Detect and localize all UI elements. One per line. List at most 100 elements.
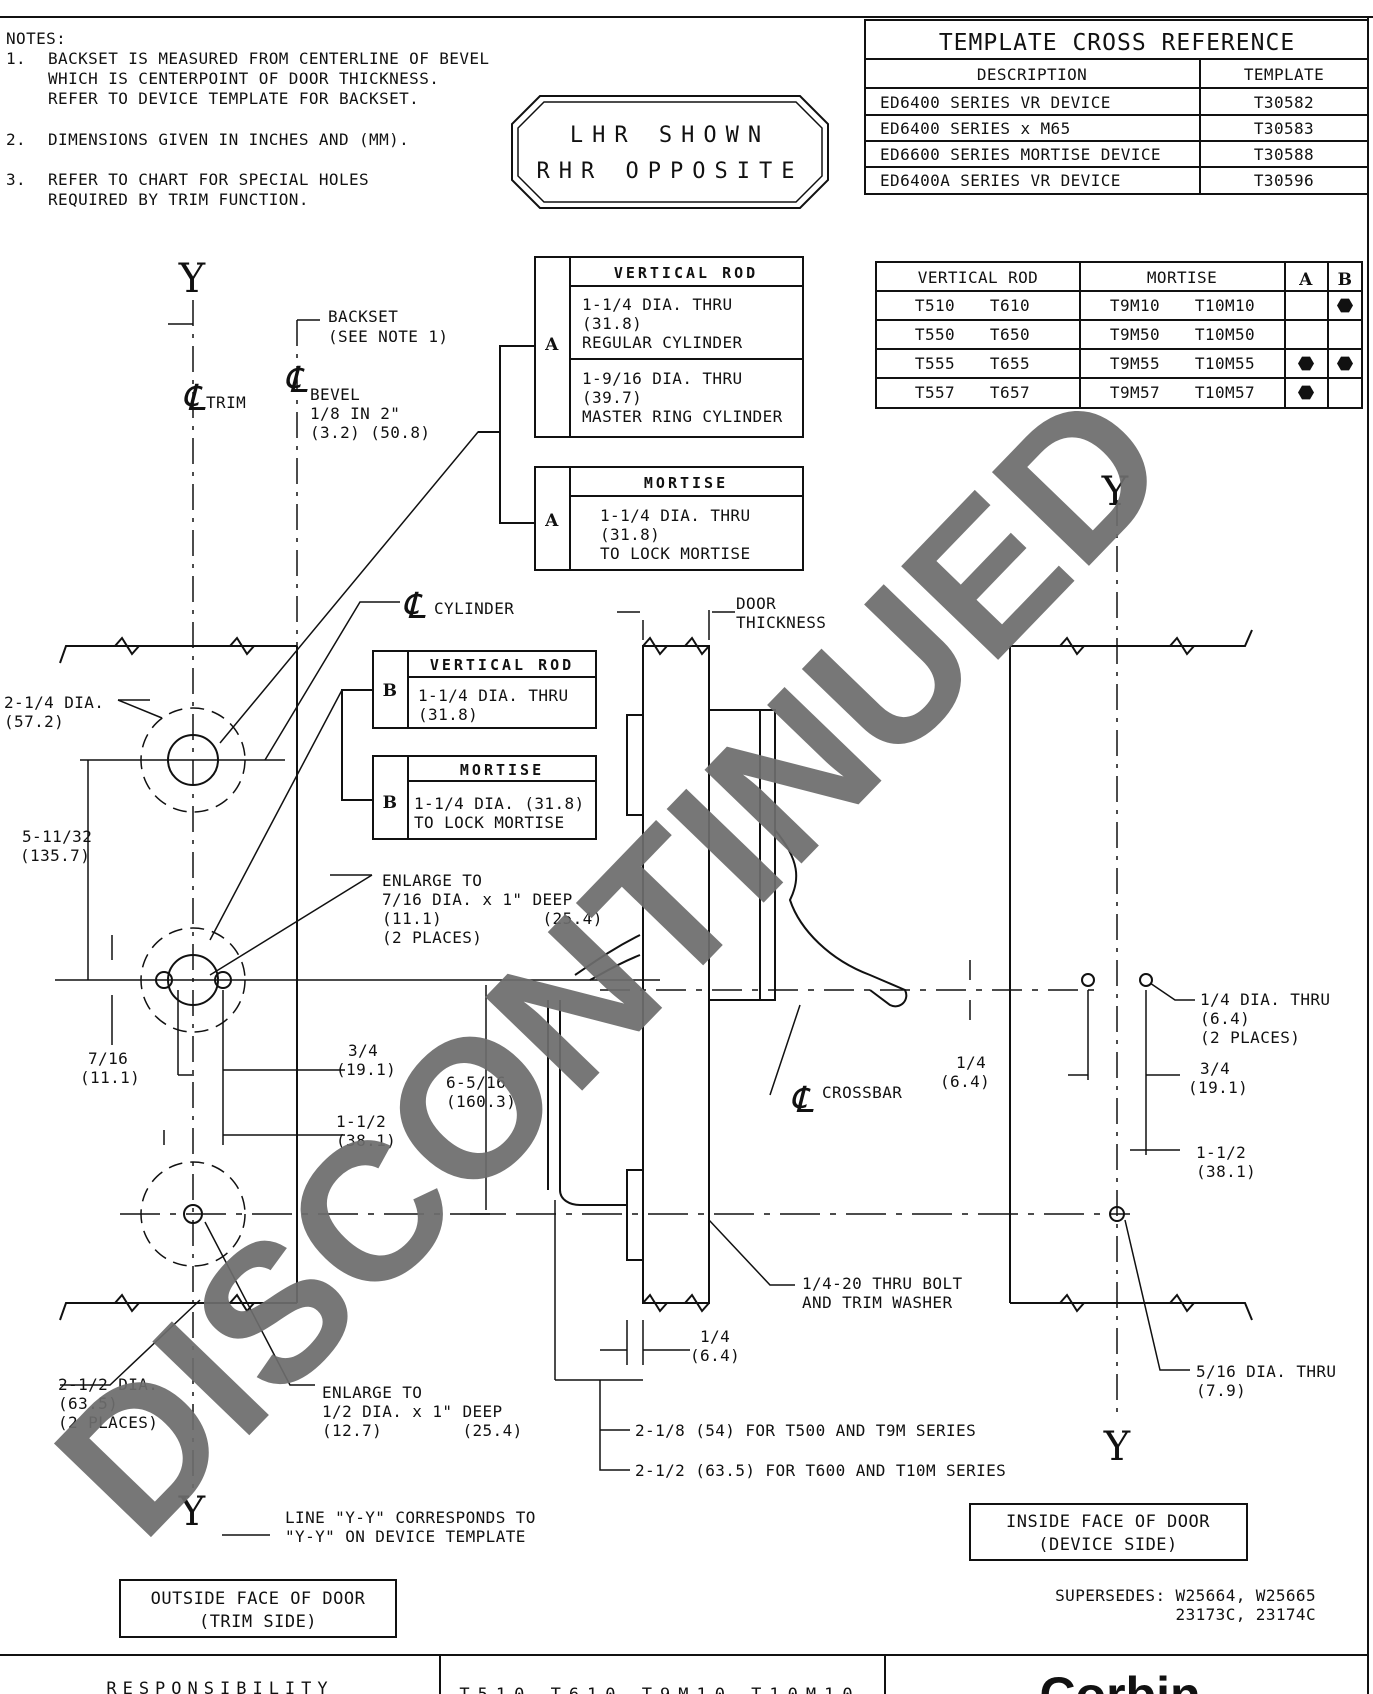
dia-2-1-2-line1: 2-1/2 DIA.: [58, 1375, 158, 1394]
hole-a-mortise-line2: (31.8): [600, 525, 660, 544]
note-2-number: 2.: [6, 130, 26, 149]
note-1-number: 1.: [6, 49, 26, 68]
chart-row-1-vr-2: T610: [990, 296, 1030, 315]
y-label-top-right: Y: [1101, 469, 1129, 515]
xref-row-3-template: T30588: [1254, 145, 1314, 164]
chart-header-vertical-rod: VERTICAL ROD: [918, 268, 1038, 287]
cl-symbol-trim: ℄: [182, 378, 206, 419]
dia-2-1-2-line3: (2 PLACES): [58, 1413, 158, 1432]
dia-2-1-4-line2: (57.2): [4, 712, 64, 731]
template-xref-table: TEMPLATE CROSS REFERENCE DESCRIPTION TEM…: [864, 19, 1369, 195]
chart-row-3-mortise-2: T10M55: [1195, 354, 1255, 373]
inside-face-line2: (DEVICE SIDE): [1038, 1535, 1178, 1555]
dia-2-1-4-line1: 2-1/4 DIA.: [4, 693, 104, 712]
dim-5-11-32-line2: (135.7): [20, 846, 90, 865]
dim-2-1-2-series: 2-1/2 (63.5) FOR T600 AND T10M SERIES: [635, 1461, 1006, 1480]
dia-2-1-2-line2: (63.5): [58, 1394, 118, 1413]
hole-a-vr-opt1-line3: REGULAR CYLINDER: [582, 333, 743, 352]
hole-b-vr-line1: 1-1/4 DIA. THRU: [418, 686, 569, 705]
chart-row-4-mortise-2: T10M57: [1195, 383, 1255, 402]
line-yy-line1: LINE "Y-Y" CORRESPONDS TO: [285, 1508, 536, 1527]
note-2-line-1: DIMENSIONS GIVEN IN INCHES AND (MM).: [48, 130, 409, 149]
chart-row-3-vr-1: T555: [915, 354, 955, 373]
enlarge-7-16-line4: (2 PLACES): [382, 928, 482, 947]
dim-1-1-2-right-line2: (38.1): [1196, 1162, 1256, 1181]
enlarge-1-2-line2: 1/2 DIA. x 1" DEEP: [322, 1402, 503, 1421]
chart-row-4-mortise-1: T9M57: [1110, 383, 1160, 402]
xref-row-1-template: T30582: [1254, 93, 1314, 112]
xref-header-template: TEMPLATE: [1244, 65, 1324, 84]
y-label-bottom-left: Y: [178, 1489, 206, 1535]
thru-bolt-line2: AND TRIM WASHER: [802, 1293, 953, 1312]
hole-a-letter-mortise: A: [544, 511, 559, 531]
hole-a-vr-opt1-line2: (31.8): [582, 314, 642, 333]
enlarge-7-16-line2: 7/16 DIA. x 1" DEEP: [382, 890, 573, 909]
hole-a-vr-opt2-line3: MASTER RING CYLINDER: [582, 407, 783, 426]
chart-row-1-b-dot-icon: [1337, 298, 1353, 313]
dim-1-4-right-line1: 1/4: [956, 1053, 986, 1072]
xref-row-2-description: ED6400 SERIES x M65: [880, 119, 1071, 138]
door-thickness-line1: DOOR: [736, 594, 776, 613]
hole-5-16-line2: (7.9): [1196, 1381, 1246, 1400]
hole-a-callout: A VERTICAL ROD 1-1/4 DIA. THRU (31.8) RE…: [478, 256, 804, 571]
dim-1-4-right-line2: (6.4): [940, 1072, 990, 1091]
note-1-line-2: WHICH IS CENTERPOINT OF DOOR THICKNESS.: [48, 69, 439, 88]
outside-face-view: [55, 300, 1130, 1536]
chart-row-4-vr-2: T657: [990, 383, 1030, 402]
hole-b-letter-mortise: B: [383, 793, 398, 813]
chart-header-b: B: [1338, 270, 1353, 290]
chart-row-2-mortise-1: T9M50: [1110, 325, 1160, 344]
xref-row-2-template: T30583: [1254, 119, 1314, 138]
door-section-view: [547, 610, 1100, 1471]
line-yy-line2: "Y-Y" ON DEVICE TEMPLATE: [285, 1527, 526, 1546]
notes-header: NOTES:: [6, 29, 66, 48]
door-thickness-line2: THICKNESS: [736, 613, 826, 632]
note-3-line-2: REQUIRED BY TRIM FUNCTION.: [48, 190, 309, 209]
backset-line1: BACKSET: [328, 307, 398, 326]
note-3-line-1: REFER TO CHART FOR SPECIAL HOLES: [48, 170, 369, 189]
cl-symbol-cylinder: ℄: [402, 586, 426, 627]
hole-b-callout: B VERTICAL ROD 1-1/4 DIA. THRU (31.8) B …: [341, 650, 597, 840]
hole-1-4-line3: (2 PLACES): [1200, 1028, 1300, 1047]
dim-1-1-2-left-line1: 1-1/2: [336, 1112, 386, 1131]
chart-row-3-b-dot-icon: [1337, 356, 1353, 371]
cl-trim-label: TRIM: [206, 393, 246, 412]
dim-3-4-right-line2: (19.1): [1188, 1078, 1248, 1097]
hole-b-vr-line2: (31.8): [418, 705, 478, 724]
enlarge-1-2-line1: ENLARGE TO: [322, 1383, 422, 1402]
xref-row-1-description: ED6400 SERIES VR DEVICE: [880, 93, 1111, 112]
hole-b-mortise-line1: 1-1/4 DIA. (31.8): [414, 794, 585, 813]
corbin-logo: Corbin: [1039, 1667, 1200, 1694]
bevel-dims-line1: 1/8 IN 2": [310, 404, 400, 423]
cl-crossbar-label: CROSSBAR: [822, 1083, 902, 1102]
chart-row-2-vr-2: T650: [990, 325, 1030, 344]
inside-face-line1: INSIDE FACE OF DOOR: [1006, 1512, 1210, 1532]
hole-a-mortise-line1: 1-1/4 DIA. THRU: [600, 506, 751, 525]
dim-6-5-16-line2: (160.3): [446, 1092, 516, 1111]
hole-a-vr-opt1-line1: 1-1/4 DIA. THRU: [582, 295, 733, 314]
hand-label: LHR SHOWN RHR OPPOSITE: [511, 95, 829, 209]
xref-row-3-description: ED6600 SERIES MORTISE DEVICE: [880, 145, 1161, 164]
enlarge-7-16-line1: ENLARGE TO: [382, 871, 482, 890]
chart-row-3-a-dot-icon: [1298, 356, 1314, 371]
xref-title: TEMPLATE CROSS REFERENCE: [939, 30, 1295, 56]
cl-symbol-crossbar: ℄: [790, 1080, 814, 1121]
y-label-top-left: Y: [178, 256, 206, 302]
chart-header-mortise: MORTISE: [1147, 268, 1217, 287]
cl-cylinder-label: CYLINDER: [434, 599, 514, 618]
cl-symbol-bevel: ℄: [284, 360, 308, 401]
xref-row-4-template: T30596: [1254, 171, 1314, 190]
chart-row-1-mortise-2: T10M10: [1195, 296, 1255, 315]
hole-1-4-line1: 1/4 DIA. THRU: [1200, 990, 1330, 1009]
title-block: RESPONSIBILITY T510 T610 T9M10 T10M10 Co…: [106, 1667, 1200, 1694]
hole-a-vr-opt2-line2: (39.7): [582, 388, 642, 407]
dim-2-1-8-series: 2-1/8 (54) FOR T500 AND T9M SERIES: [635, 1421, 976, 1440]
note-1-line-1: BACKSET IS MEASURED FROM CENTERLINE OF B…: [48, 49, 489, 68]
hole-a-vr-opt2-line1: 1-9/16 DIA. THRU: [582, 369, 743, 388]
hole-b-vr-title: VERTICAL ROD: [430, 656, 574, 674]
chart-row-2-vr-1: T550: [915, 325, 955, 344]
dim-3-4-left-line2: (19.1): [336, 1060, 396, 1079]
note-1-line-3: REFER TO DEVICE TEMPLATE FOR BACKSET.: [48, 89, 419, 108]
